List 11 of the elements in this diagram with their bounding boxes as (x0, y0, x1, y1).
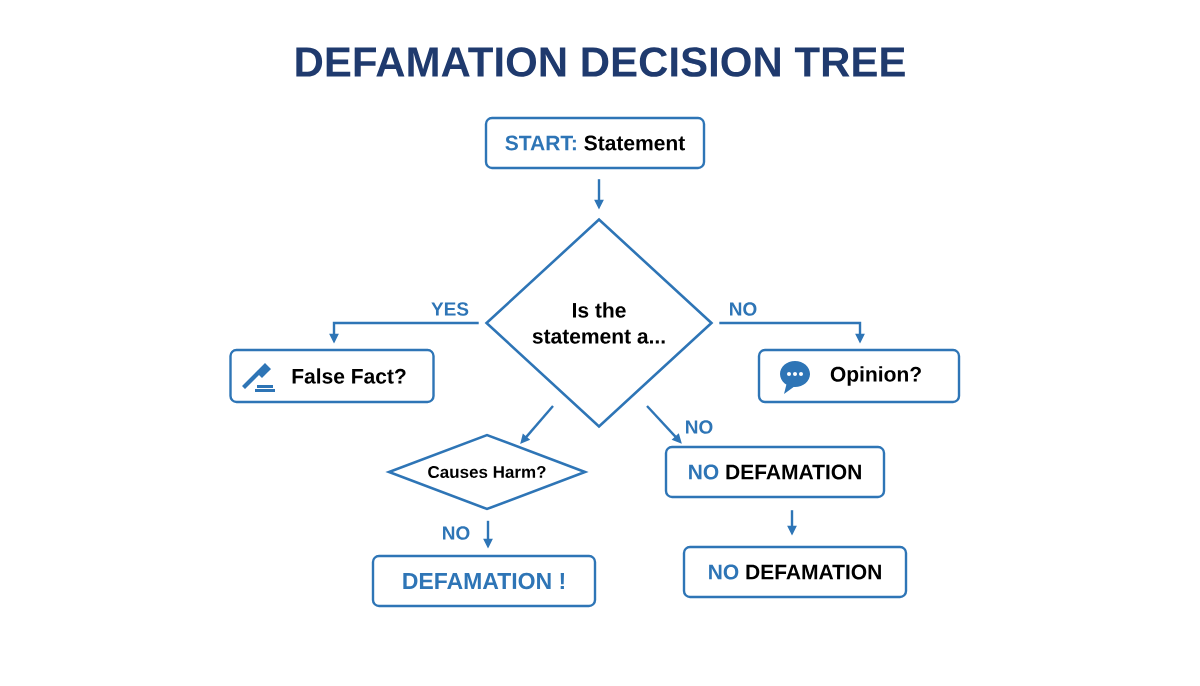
process-box: NO DEFAMATION (682, 545, 908, 599)
process-box: DEFAMATION ! (371, 554, 597, 608)
process-box: Opinion? (757, 348, 961, 404)
arrow (520, 405, 554, 444)
edge-label: YES (430, 301, 470, 317)
process-box: START: Statement (484, 116, 706, 170)
process-box: NO DEFAMATION (664, 445, 886, 499)
edge-label: NO (727, 301, 759, 317)
title: DEFAMATION DECISION TREE (296, 47, 905, 77)
edge-label: NO (440, 525, 472, 541)
process-box: False Fact? (229, 348, 435, 404)
